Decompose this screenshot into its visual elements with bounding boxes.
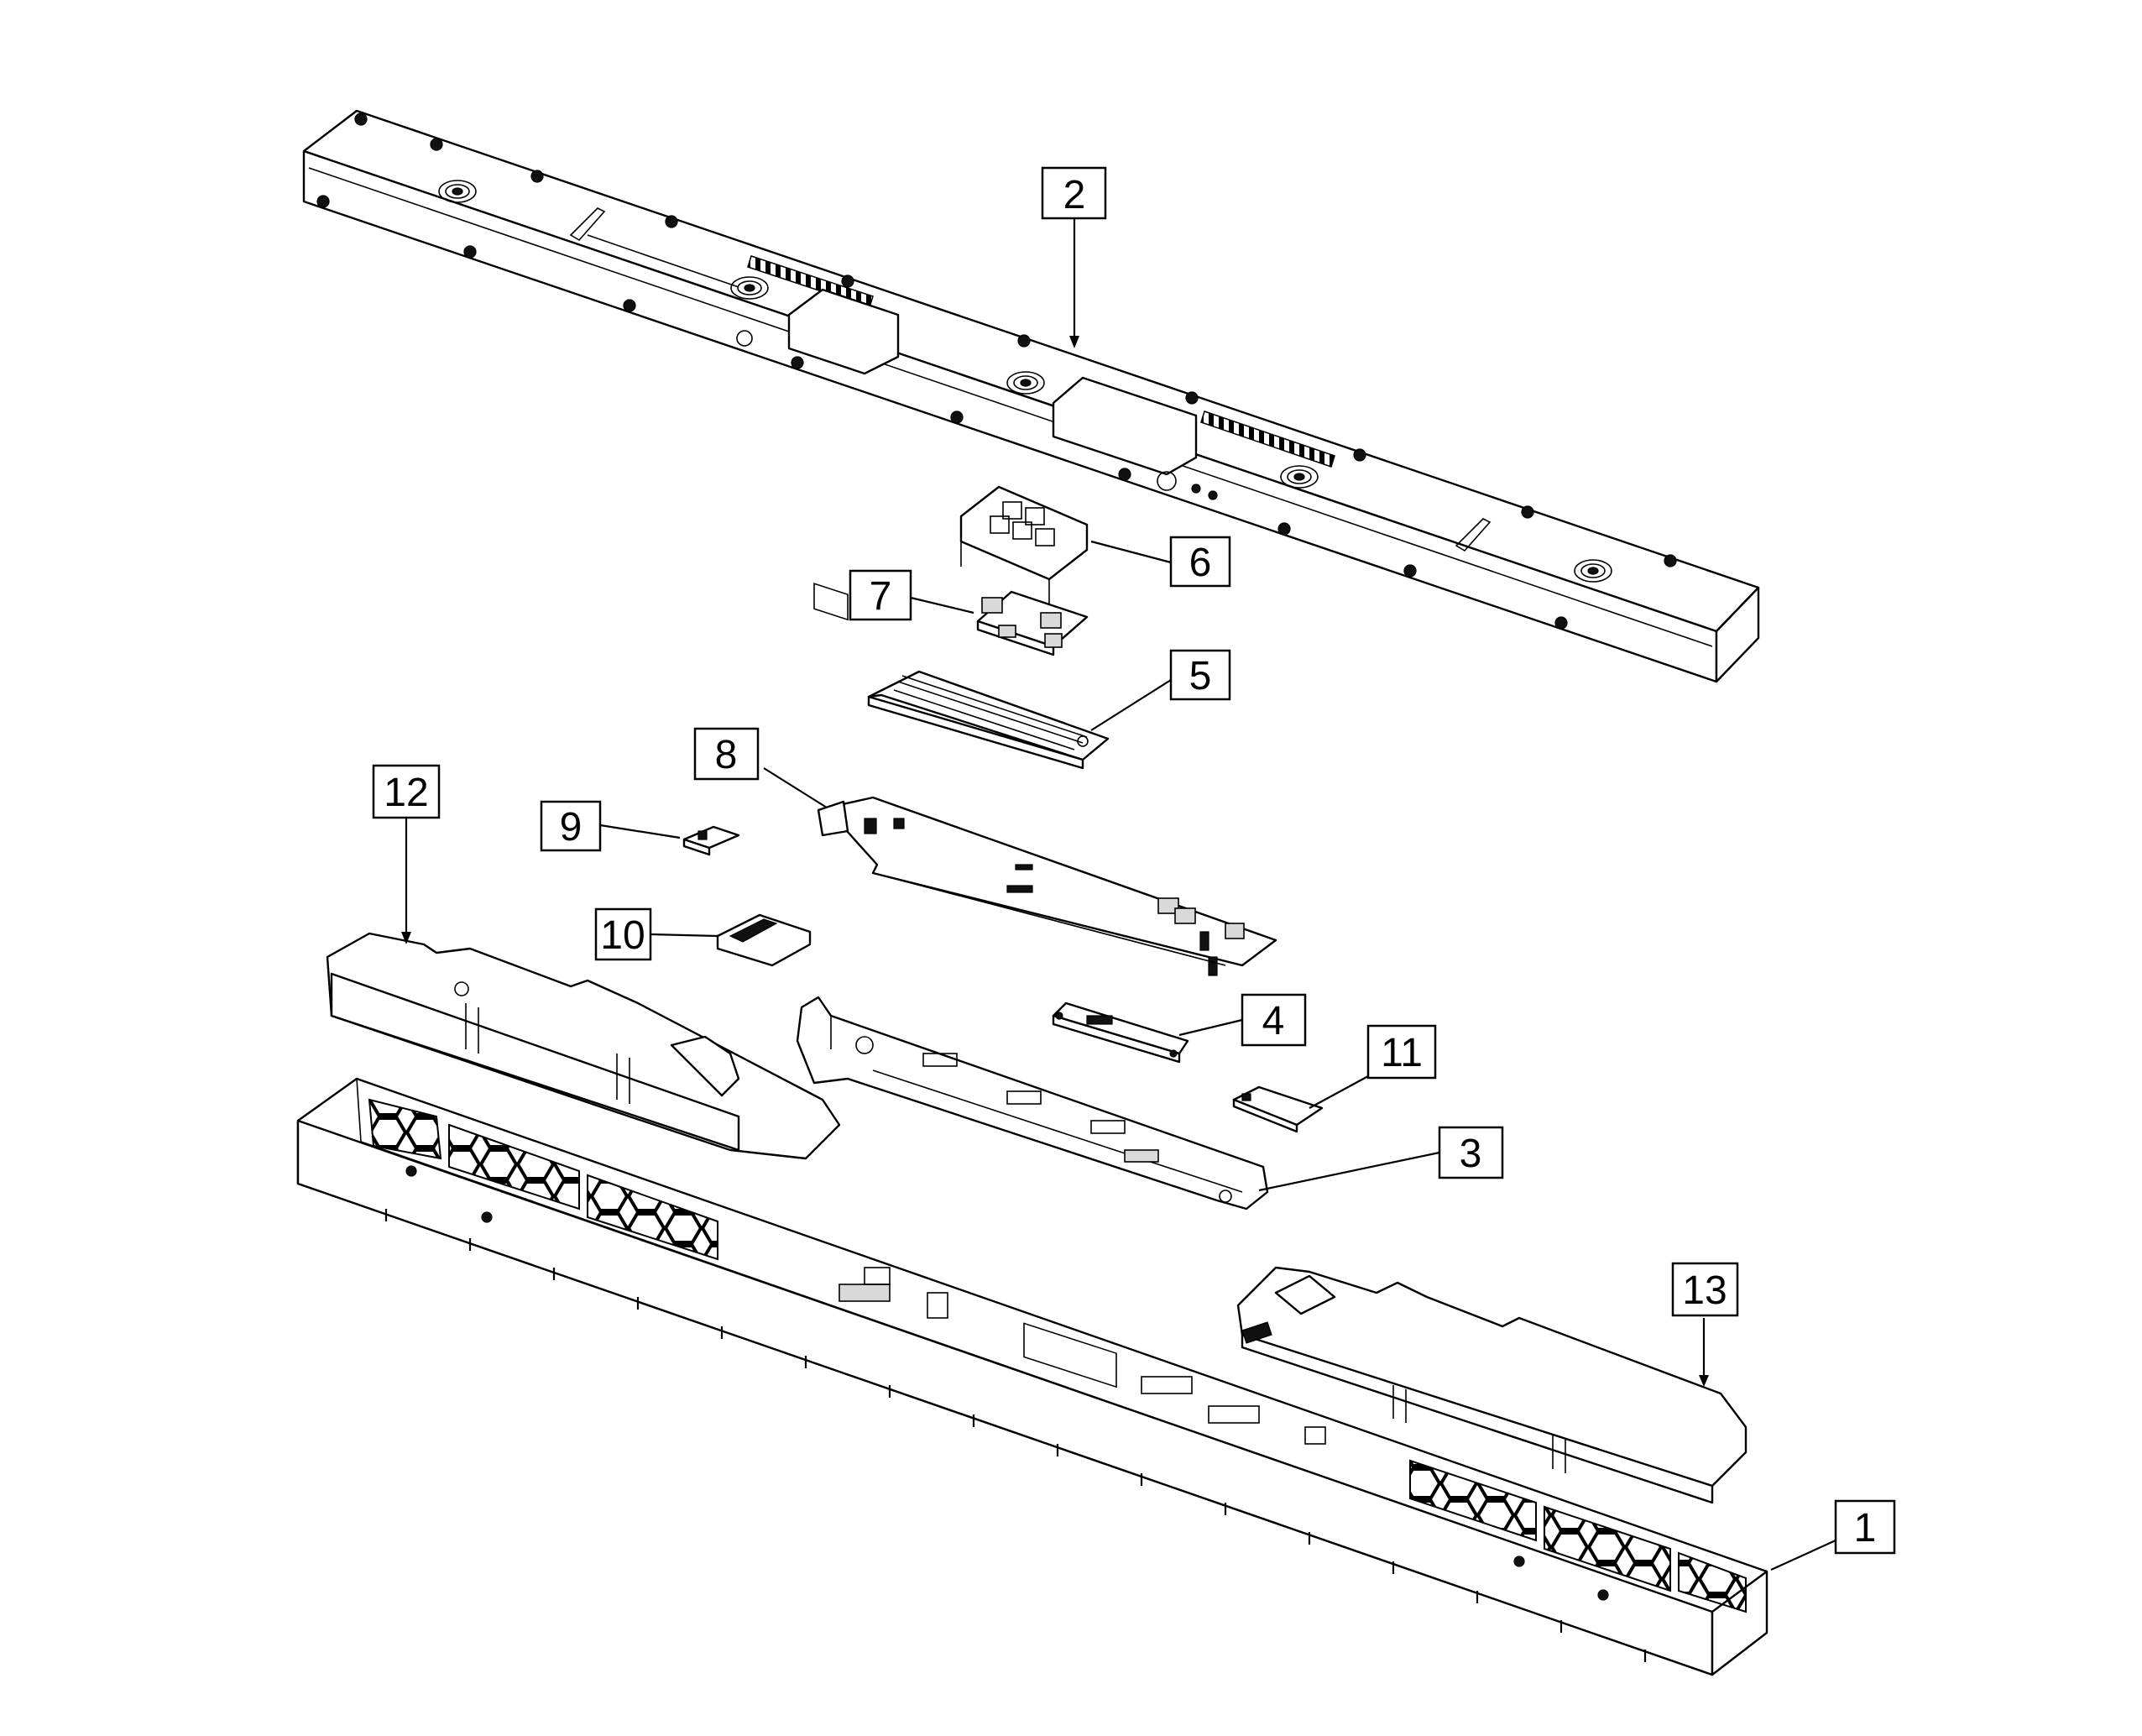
svg-text:10: 10	[600, 913, 645, 958]
svg-text:8: 8	[715, 733, 738, 777]
part-6-bracket	[959, 485, 1089, 604]
part-11-small-card	[1232, 1085, 1324, 1133]
svg-text:2: 2	[1063, 173, 1086, 217]
part-9-small-module	[682, 825, 740, 856]
svg-text:13: 13	[1682, 1268, 1727, 1313]
part-4-bracket	[1052, 1001, 1189, 1064]
svg-text:3: 3	[1460, 1132, 1482, 1176]
svg-text:11: 11	[1381, 1031, 1423, 1075]
svg-text:6: 6	[1189, 541, 1212, 585]
speaker-spirals	[438, 180, 1612, 583]
callout-1: 1	[1834, 1499, 1896, 1555]
part-10-module	[716, 913, 812, 967]
leader-lines	[401, 218, 1836, 1571]
part-3-chassis-plate	[796, 996, 1269, 1210]
callout-10: 10	[594, 907, 652, 961]
part-8-main-board	[817, 796, 1277, 976]
callout-12: 12	[372, 764, 441, 819]
callout-4: 4	[1241, 993, 1307, 1047]
svg-text:9: 9	[560, 805, 583, 850]
svg-text:4: 4	[1262, 999, 1285, 1043]
part-2-top-cover	[302, 109, 1760, 683]
callout-8: 8	[693, 727, 760, 781]
callout-11: 11	[1366, 1024, 1437, 1080]
svg-text:12: 12	[384, 771, 428, 815]
svg-text:1: 1	[1854, 1506, 1877, 1550]
callout-7: 7	[849, 569, 912, 621]
svg-text:5: 5	[1189, 654, 1212, 698]
part-1-bottom-housing	[296, 1077, 1768, 1676]
svg-text:7: 7	[870, 574, 892, 619]
callout-5: 5	[1169, 649, 1231, 701]
part-5-shield-plate	[867, 670, 1110, 770]
part-13-right-speaker-housing	[1236, 1266, 1748, 1504]
part-12-left-speaker-housing	[326, 932, 841, 1160]
bottom-tabs	[384, 1209, 1647, 1662]
top-cover-screws	[316, 112, 1677, 630]
callout-3: 3	[1438, 1126, 1504, 1179]
part-7-small-board	[976, 590, 1089, 656]
callout-2: 2	[1041, 166, 1107, 220]
callout-13: 13	[1671, 1262, 1739, 1317]
callout-9: 9	[540, 800, 602, 852]
callout-6: 6	[1169, 536, 1231, 588]
